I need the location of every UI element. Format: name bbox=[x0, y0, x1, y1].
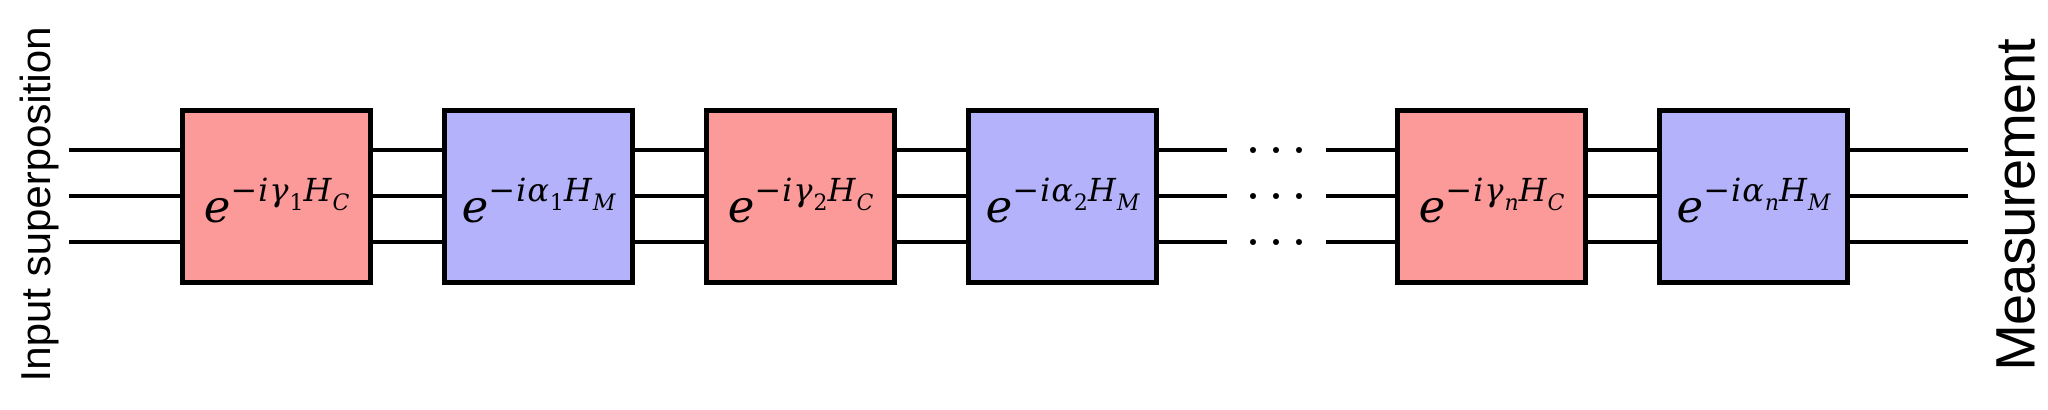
ellipsis-dot bbox=[1250, 239, 1256, 245]
gate-hamiltonian-subscript: M bbox=[1116, 191, 1140, 216]
gate-hamiltonian: H bbox=[1087, 171, 1117, 209]
gate-label: e−iα2HM bbox=[986, 174, 1140, 229]
gate-base-e: e bbox=[985, 180, 1013, 233]
cost-unitary-gate-n: e−iγnHC bbox=[1395, 108, 1588, 285]
gate-hamiltonian: H bbox=[1518, 171, 1548, 209]
gate-label: e−iγnHC bbox=[1419, 174, 1565, 229]
gate-hamiltonian: H bbox=[303, 171, 333, 209]
gate-hamiltonian-subscript: C bbox=[1547, 191, 1565, 216]
qubit-wire-3-left bbox=[69, 240, 1227, 244]
input-superposition-label: Input superposition bbox=[12, 26, 59, 382]
gate-hamiltonian: H bbox=[1779, 171, 1808, 209]
ellipsis-dot bbox=[1296, 239, 1302, 245]
ellipsis-dot bbox=[1250, 147, 1256, 153]
gate-exponent-lead: −iγ bbox=[230, 171, 290, 209]
ellipsis-dots-row-1 bbox=[1248, 147, 1306, 153]
gate-hamiltonian-subscript: M bbox=[1807, 191, 1831, 216]
ellipsis-dot bbox=[1296, 193, 1302, 199]
gate-param-subscript: 1 bbox=[289, 191, 304, 216]
gate-base-e: e bbox=[727, 180, 755, 233]
gate-hamiltonian: H bbox=[827, 171, 857, 209]
gate-exponent-lead: −iα bbox=[1703, 171, 1765, 209]
qubit-wire-1-right bbox=[1326, 148, 1968, 152]
gate-param-subscript: 1 bbox=[549, 191, 564, 216]
measurement-label: Measurement bbox=[1983, 39, 2047, 371]
qubit-wire-3-right bbox=[1326, 240, 1968, 244]
ellipsis-dot bbox=[1273, 239, 1279, 245]
gate-exponent-lead: −iα bbox=[1012, 171, 1074, 209]
gate-exponent-lead: −iγ bbox=[1445, 171, 1505, 209]
gate-param-subscript: 2 bbox=[813, 191, 828, 216]
ellipsis-dots-row-3 bbox=[1248, 239, 1306, 245]
ellipsis-dot bbox=[1273, 147, 1279, 153]
cost-unitary-gate-2: e−iγ2HC bbox=[704, 108, 897, 285]
gate-label: e−iγ1HC bbox=[204, 174, 350, 229]
gate-label: e−iαnHM bbox=[1677, 174, 1831, 229]
gate-hamiltonian-subscript: C bbox=[856, 191, 874, 216]
gate-param-subscript: n bbox=[1764, 191, 1780, 216]
qubit-wire-2-left bbox=[69, 194, 1227, 198]
gate-exponent-lead: −iγ bbox=[754, 171, 814, 209]
gate-hamiltonian-subscript: M bbox=[592, 191, 616, 216]
gate-base-e: e bbox=[203, 180, 231, 233]
mixer-unitary-gate-n: e−iαnHM bbox=[1657, 108, 1850, 285]
gate-hamiltonian-subscript: C bbox=[332, 191, 350, 216]
mixer-unitary-gate-1: e−iα1HM bbox=[442, 108, 635, 285]
ellipsis-dot bbox=[1296, 147, 1302, 153]
gate-exponent-lead: −iα bbox=[488, 171, 550, 209]
qubit-wire-1-left bbox=[69, 148, 1227, 152]
ellipsis-dots-row-2 bbox=[1248, 193, 1306, 199]
qubit-wire-2-right bbox=[1326, 194, 1968, 198]
gate-param-subscript: n bbox=[1504, 191, 1519, 216]
ellipsis-dot bbox=[1273, 193, 1279, 199]
gate-label: e−iα1HM bbox=[462, 174, 616, 229]
gate-label: e−iγ2HC bbox=[728, 174, 874, 229]
cost-unitary-gate-1: e−iγ1HC bbox=[180, 108, 373, 285]
gate-base-e: e bbox=[1676, 180, 1704, 233]
gate-base-e: e bbox=[1418, 180, 1446, 233]
gate-hamiltonian: H bbox=[563, 171, 593, 209]
ellipsis-dot bbox=[1250, 193, 1256, 199]
gate-param-subscript: 2 bbox=[1073, 191, 1088, 216]
mixer-unitary-gate-2: e−iα2HM bbox=[966, 108, 1159, 285]
gate-base-e: e bbox=[461, 180, 489, 233]
